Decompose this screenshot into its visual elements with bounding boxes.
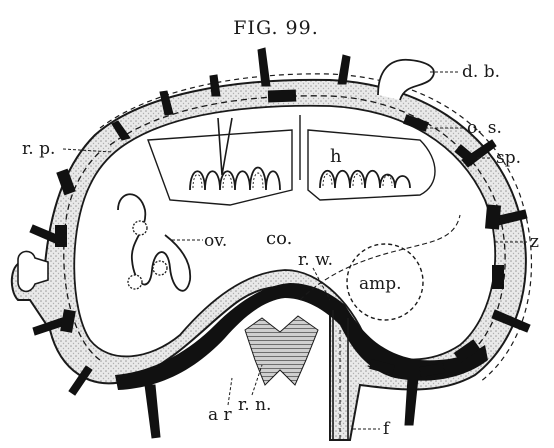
figure-title: FIG. 99. (233, 17, 318, 39)
label-co: co. (266, 228, 292, 249)
label-os: o. s. (467, 118, 502, 138)
ovum-1 (133, 221, 147, 235)
label-ar: a r (208, 405, 233, 425)
ovum-3 (128, 275, 142, 289)
label-amp: amp. (359, 274, 402, 294)
label-sp: sp. (496, 148, 521, 168)
label-rp: r. p. (22, 139, 55, 159)
radial-nerve-hatched (245, 316, 318, 385)
ovum-2 (153, 261, 167, 275)
label-rw: r. w. (298, 250, 333, 270)
label-rn: r. n. (238, 395, 271, 415)
label-z: z (530, 232, 539, 252)
label-h: h (330, 146, 342, 167)
label-ov: ov. (204, 231, 227, 251)
label-f: f (383, 419, 391, 439)
label-db: d. b. (462, 62, 500, 82)
